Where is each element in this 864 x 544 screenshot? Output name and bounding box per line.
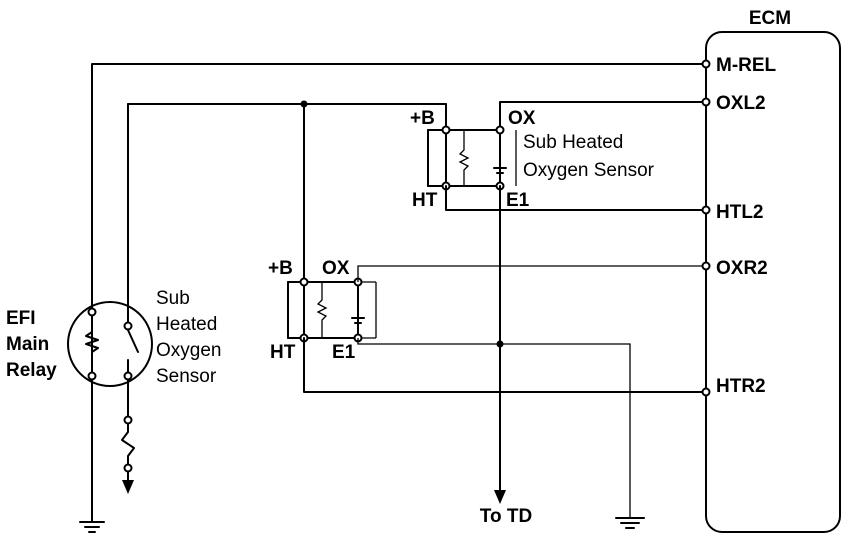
relay-coil (85, 315, 99, 373)
sensor-bottom-name-line2: Heated (156, 314, 217, 335)
wire-oxr2 (357, 265, 706, 282)
ecm-terminal-oxr2 (701, 261, 711, 271)
ecm-pin-htl2: HTL2 (716, 202, 764, 223)
sensor-top-e1: E1 (506, 190, 530, 211)
sensor-bottom-name-line3: Oxygen (156, 340, 221, 361)
sensor-bottom-ox: OX (322, 258, 350, 279)
ecm-box (705, 31, 841, 533)
heater-resistor-bottom (316, 282, 328, 338)
relay-label-line3: Relay (6, 360, 57, 381)
ecm-terminal-htl2 (701, 205, 711, 215)
sensor-bottom-ht: HT (270, 342, 296, 363)
sensor-top-plus-b: +B (410, 108, 435, 129)
wire-oxl2 (499, 101, 707, 131)
sensor-top-ht: HT (412, 190, 438, 211)
relay-label-line1: EFI (6, 308, 36, 329)
relay-switch (127, 329, 139, 353)
sensor-bottom (287, 277, 377, 343)
junction-e1 (496, 340, 504, 348)
sensor-top-name-line1: Sub Heated (523, 132, 623, 153)
wire-htr2 (303, 337, 707, 393)
arrow-to-td (494, 490, 506, 504)
ecm-terminal-htr2 (701, 387, 711, 397)
ecm-pin-oxl2: OXL2 (716, 93, 766, 114)
ecm-terminal-oxl2 (701, 97, 711, 107)
ecm-terminal-m-rel (701, 59, 711, 69)
sensor-top-ox: OX (508, 108, 536, 129)
efi-main-relay (67, 149, 153, 494)
ecm-pin-m-rel: M-REL (716, 55, 777, 76)
sensor-bottom-e1: E1 (332, 342, 356, 363)
wire-e1-ground (357, 338, 631, 518)
relay-label-line2: Main (6, 334, 49, 355)
sensor-bottom-name-line1: Sub (156, 288, 190, 309)
fuse-link (121, 423, 135, 469)
ground-symbol-left (79, 521, 105, 533)
sensor-bottom-name-line4: Sensor (156, 366, 217, 387)
sensor-top-name-line2: Oxygen Sensor (523, 160, 655, 181)
sensor-top (427, 125, 517, 191)
ground-symbol-right (615, 517, 645, 529)
wire-htl2 (445, 185, 707, 211)
label-to-td: To TD (480, 506, 532, 527)
ecm-pin-oxr2: OXR2 (716, 258, 768, 279)
ecm-pin-htr2: HTR2 (716, 376, 766, 397)
heater-resistor-top (458, 130, 470, 186)
ecm-title: ECM (749, 8, 791, 29)
sensor-bottom-plus-b: +B (268, 258, 293, 279)
